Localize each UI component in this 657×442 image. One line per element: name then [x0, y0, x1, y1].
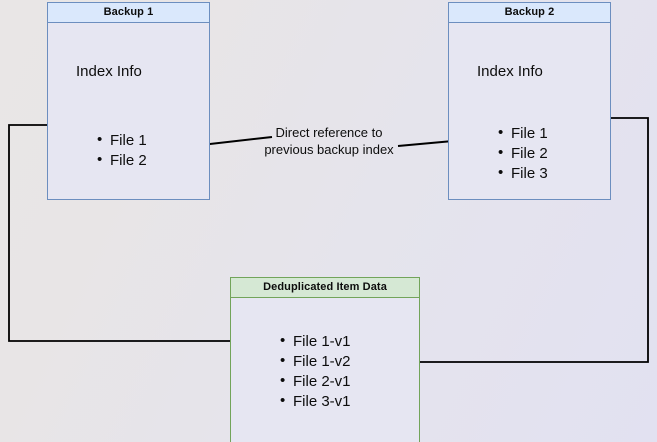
- node-deduplicated-item-data[interactable]: Deduplicated Item Data File 1-v1 File 1-…: [230, 277, 420, 442]
- node-backup-2-body: Index Info File 1 File 2 File 3: [449, 23, 610, 199]
- list-item: File 1-v1: [280, 331, 350, 352]
- list-item: File 2-v1: [280, 371, 350, 392]
- node-backup-1-body: Index Info File 1 File 2: [48, 23, 209, 199]
- backup-2-index-info-label: Index Info: [477, 63, 543, 80]
- node-deduplicated-item-data-title: Deduplicated Item Data: [231, 278, 419, 298]
- node-backup-2-title: Backup 2: [449, 3, 610, 23]
- list-item: File 3-v1: [280, 391, 350, 412]
- list-item: File 1: [498, 123, 548, 144]
- backup-1-index-info-label: Index Info: [76, 63, 142, 80]
- list-item: File 3: [498, 163, 548, 184]
- deduplicated-file-list: File 1-v1 File 1-v2 File 2-v1 File 3-v1: [277, 331, 350, 412]
- list-item: File 1: [97, 130, 147, 151]
- node-deduplicated-item-data-body: File 1-v1 File 1-v2 File 2-v1 File 3-v1: [231, 298, 419, 442]
- list-item: File 2: [97, 150, 147, 171]
- node-backup-2[interactable]: Backup 2 Index Info File 1 File 2 File 3: [448, 2, 611, 200]
- list-item: File 1-v2: [280, 351, 350, 372]
- backup-1-file-list: File 1 File 2: [94, 130, 147, 171]
- list-item: File 2: [498, 143, 548, 164]
- node-backup-1[interactable]: Backup 1 Index Info File 1 File 2: [47, 2, 210, 200]
- direct-reference-caption: Direct reference to previous backup inde…: [264, 125, 394, 157]
- node-backup-1-title: Backup 1: [48, 3, 209, 23]
- backup-2-file-list: File 1 File 2 File 3: [495, 123, 548, 184]
